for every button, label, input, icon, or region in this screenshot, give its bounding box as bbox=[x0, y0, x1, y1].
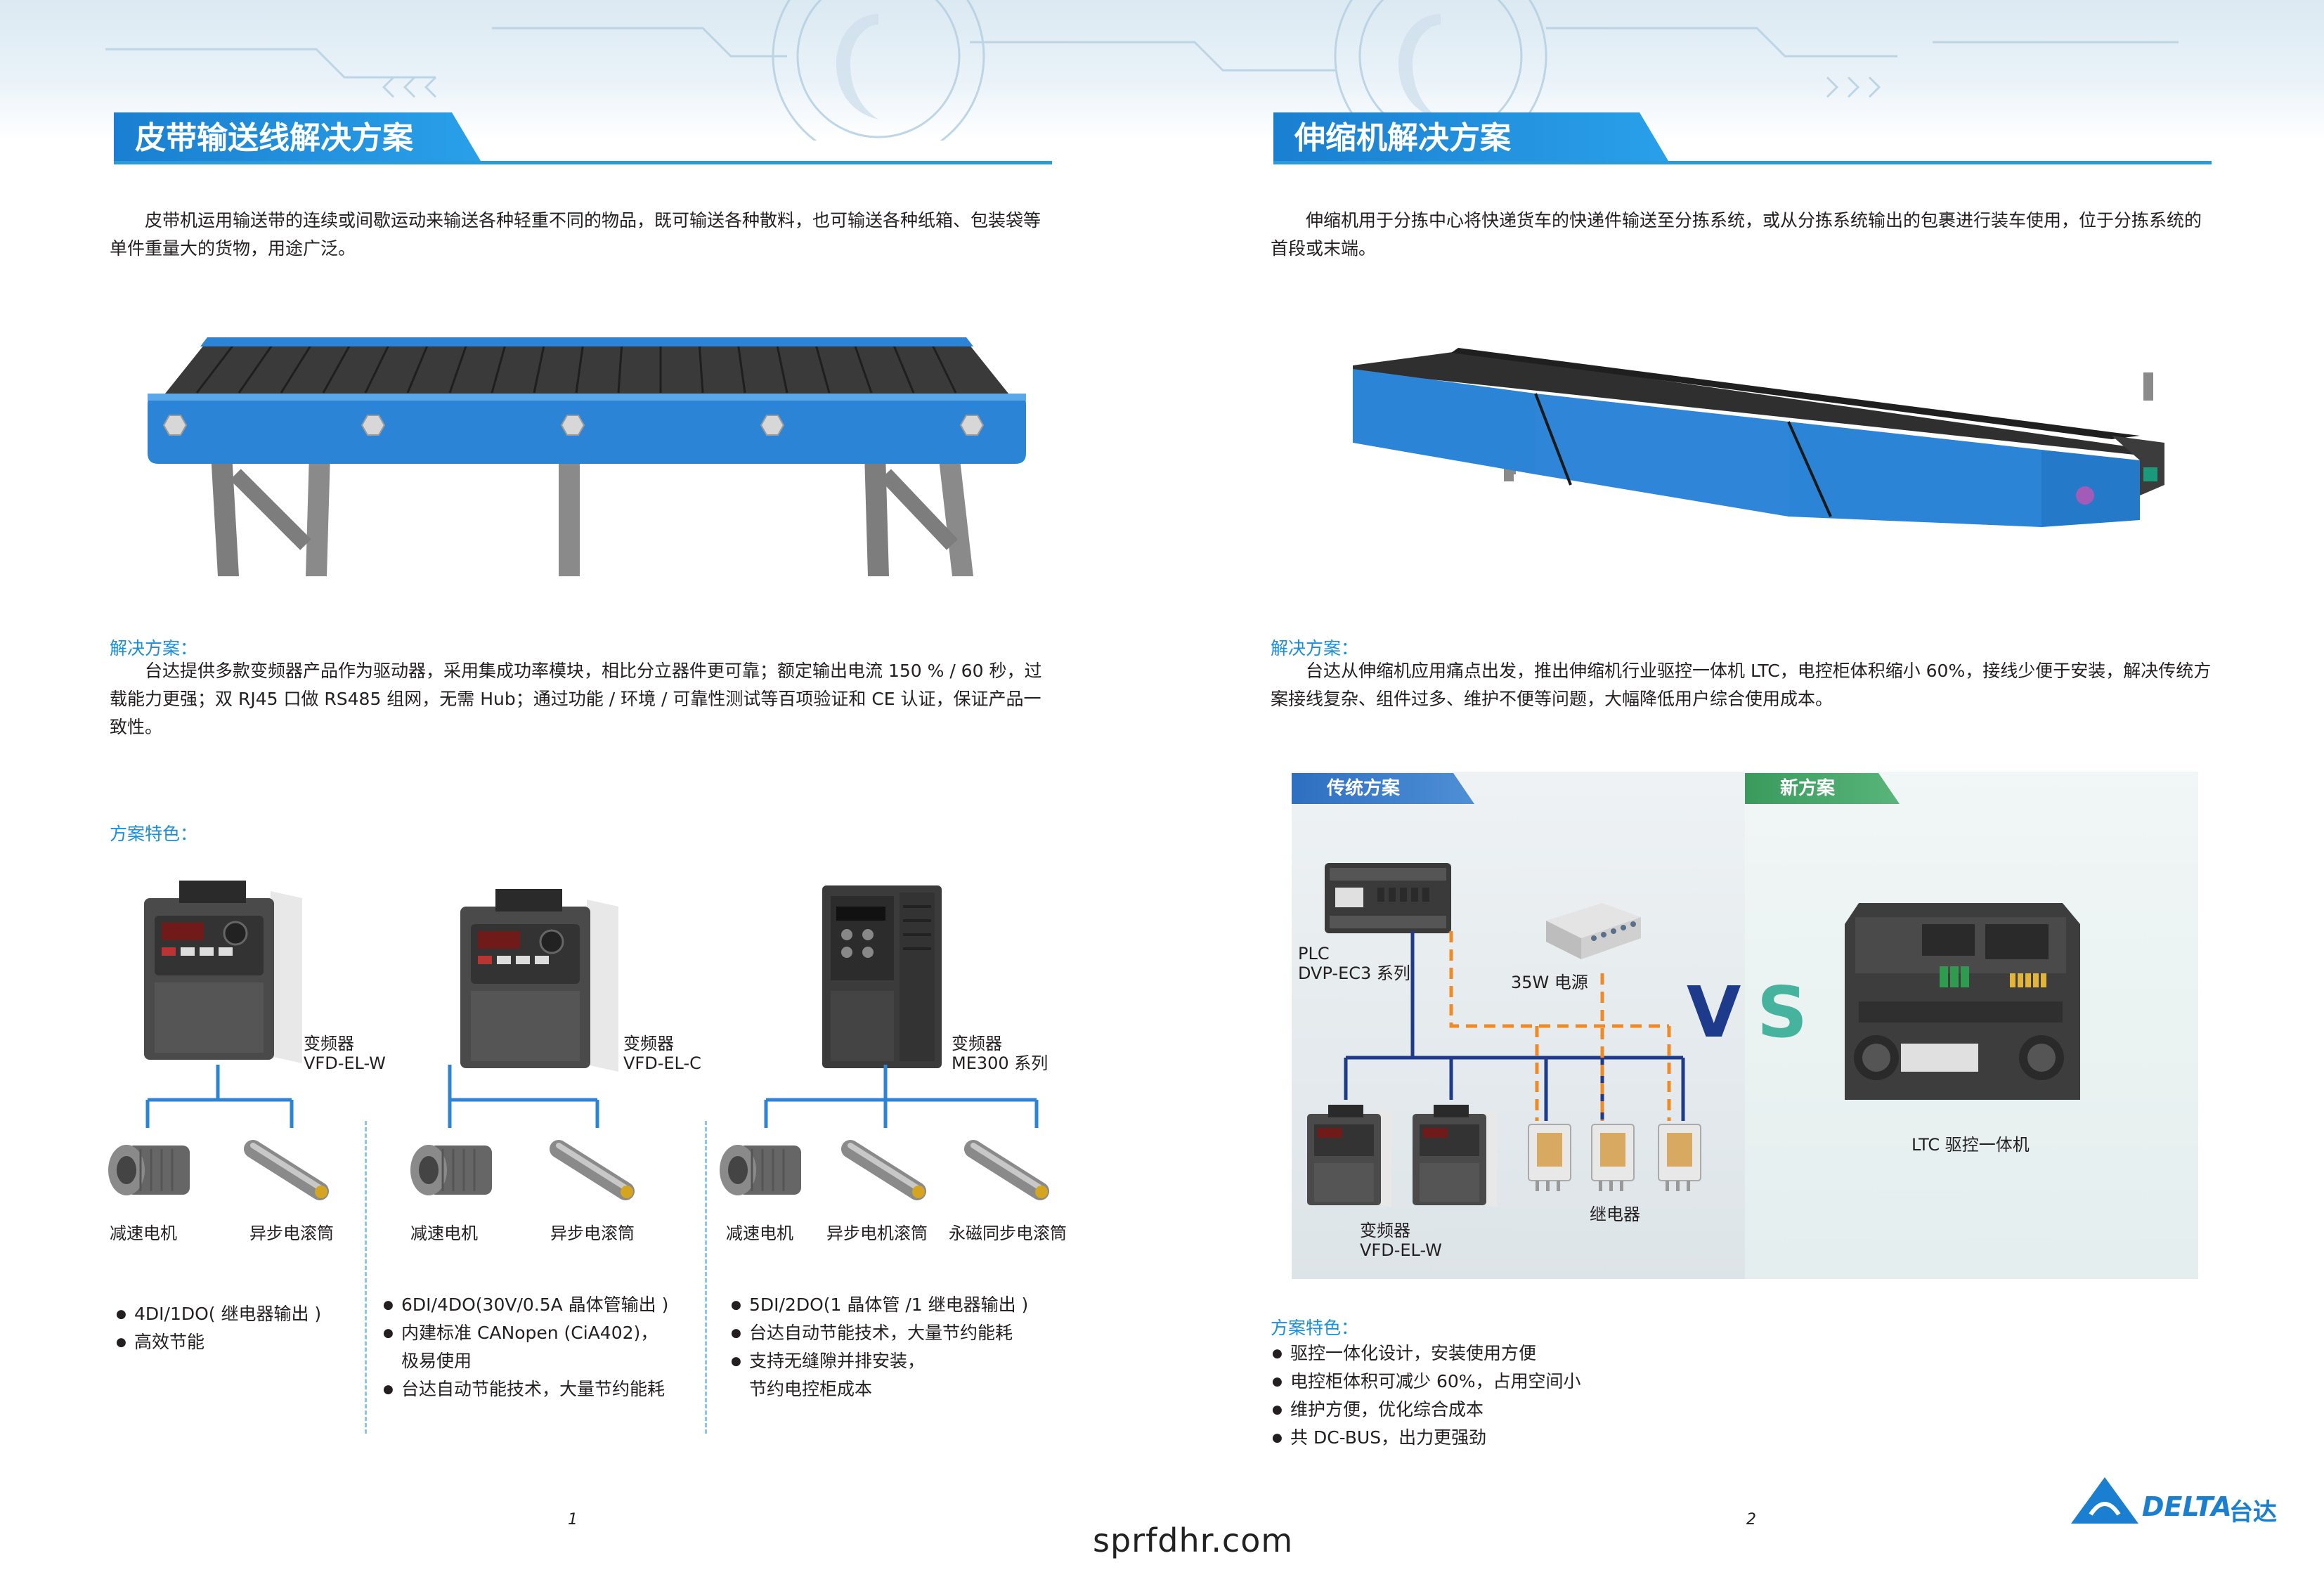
vfd-el-w-product-image bbox=[144, 881, 302, 1063]
power-supply-image bbox=[1546, 903, 1641, 959]
tech-pattern-decoration bbox=[105, 0, 2179, 141]
bullet-item: 4DI/1DO( 继电器输出 ) bbox=[116, 1300, 355, 1328]
left-section-title: 皮带输送线解决方案 bbox=[114, 112, 483, 164]
right-features-heading: 方案特色： bbox=[1271, 1318, 1359, 1338]
gear-motor-icon bbox=[720, 1145, 801, 1195]
vs-letter-s: S bbox=[1757, 971, 1808, 1053]
bullet-item: 台达自动节能技术，大量节约能耗 bbox=[731, 1319, 1054, 1347]
right-solution-text: 台达从伸缩机应用痛点出发，推出伸缩机行业驱控一体机 LTC，电控柜体积缩小 60… bbox=[1271, 661, 2212, 709]
left-solution-text: 台达提供多款变频器产品作为驱动器，采用集成功率模块，相比分立器件更可靠；额定输出… bbox=[110, 661, 1042, 737]
feature-item: 共 DC-BUS，出力更强劲 bbox=[1272, 1424, 1764, 1452]
vfd-el-c-product-image bbox=[460, 889, 618, 1072]
website-text: sprfdhr.com bbox=[1093, 1521, 1294, 1559]
traditional-vfd-name: 变频器 bbox=[1360, 1221, 1410, 1240]
right-title-underline bbox=[1273, 161, 2212, 164]
motorized-roller-icon bbox=[841, 1140, 926, 1200]
me300-product-image bbox=[822, 885, 942, 1068]
bullet-item-continued: 极易使用 bbox=[401, 1351, 472, 1371]
vs-letter-v: V bbox=[1687, 971, 1741, 1053]
ltc-drive-controller-image bbox=[1845, 903, 2080, 1100]
motorized-roller-icon bbox=[244, 1140, 329, 1200]
pm-synchronous-roller-icon bbox=[964, 1140, 1049, 1200]
psu-label: 35W 电源 bbox=[1511, 973, 1588, 992]
motorized-roller-icon bbox=[550, 1140, 635, 1200]
load-label: 异步电滚筒 bbox=[249, 1224, 334, 1243]
bullet-item: 支持无缝隙并排安装， bbox=[731, 1347, 1054, 1375]
feature-item: 电控柜体积可减少 60%，占用空间小 bbox=[1272, 1368, 1764, 1396]
vfd-el-w-image bbox=[1307, 1105, 1391, 1207]
load-label: 减速电机 bbox=[110, 1224, 177, 1243]
left-connector-lines bbox=[145, 1065, 1039, 1128]
product-3-name: 变频器 bbox=[952, 1034, 1002, 1053]
product-2-bullets: 6DI/4DO(30V/0.5A 晶体管输出 ) 内建标准 CANopen (C… bbox=[383, 1291, 699, 1403]
right-solution-heading: 解决方案： bbox=[1271, 638, 1359, 658]
delta-logo-icon bbox=[2071, 1477, 2138, 1524]
right-section-title: 伸缩机解决方案 bbox=[1273, 112, 1670, 164]
plc-model: DVP-EC3 系列 bbox=[1298, 963, 1410, 983]
plc-label: PLC bbox=[1298, 944, 1330, 963]
relay-icon bbox=[1658, 1124, 1701, 1191]
relay-label: 继电器 bbox=[1590, 1205, 1640, 1224]
product-1-model: VFD-EL-W bbox=[304, 1053, 386, 1073]
relay-icon bbox=[1528, 1124, 1571, 1191]
product-3-model: ME300 系列 bbox=[952, 1053, 1049, 1073]
column-divider bbox=[705, 1121, 707, 1434]
bullet-item: 内建标准 CANopen (CiA402)， bbox=[383, 1319, 699, 1347]
feature-item: 驱控一体化设计，安装使用方便 bbox=[1272, 1339, 1764, 1368]
product-2-model: VFD-EL-C bbox=[623, 1053, 701, 1073]
load-label: 减速电机 bbox=[410, 1224, 478, 1243]
right-features-list: 驱控一体化设计，安装使用方便 电控柜体积可减少 60%，占用空间小 维护方便，优… bbox=[1272, 1339, 1764, 1452]
plc-device-image bbox=[1325, 863, 1451, 933]
left-solution-heading: 解决方案： bbox=[110, 638, 198, 658]
load-label: 异步电机滚筒 bbox=[826, 1224, 928, 1243]
left-page-number: 1 bbox=[568, 1511, 578, 1529]
bullet-item-continued: 节约电控柜成本 bbox=[749, 1379, 873, 1399]
left-intro-paragraph: 皮带机运用输送带的连续或间歇运动来输送各种轻重不同的物品，既可输送各种散料，也可… bbox=[110, 210, 1041, 259]
load-label: 异步电滚筒 bbox=[550, 1224, 635, 1243]
belt-conveyor-illustration bbox=[148, 337, 1026, 576]
load-label: 永磁同步电滚筒 bbox=[949, 1224, 1067, 1243]
feature-item: 维护方便，优化综合成本 bbox=[1272, 1396, 1764, 1424]
bullet-item: 台达自动节能技术，大量节约能耗 bbox=[383, 1375, 699, 1403]
product-1-name: 变频器 bbox=[304, 1034, 354, 1053]
right-intro-paragraph: 伸缩机用于分拣中心将快递货车的快递件输送至分拣系统，或从分拣系统输出的包裹进行装… bbox=[1271, 210, 2202, 259]
product-2-name: 变频器 bbox=[623, 1034, 674, 1053]
gear-motor-icon bbox=[410, 1145, 492, 1195]
gear-motor-icon bbox=[108, 1145, 190, 1195]
ltc-label: LTC 驱控一体机 bbox=[1911, 1135, 2030, 1155]
delta-brand-text: DELTA bbox=[2142, 1491, 2232, 1522]
load-label: 减速电机 bbox=[726, 1224, 793, 1243]
left-features-heading: 方案特色： bbox=[110, 824, 198, 844]
traditional-wiring-diagram bbox=[1344, 931, 1685, 1121]
product-1-bullets: 4DI/1DO( 继电器输出 ) 高效节能 bbox=[116, 1300, 355, 1356]
new-solution-tag: 新方案 bbox=[1745, 773, 1900, 804]
column-divider bbox=[365, 1121, 367, 1434]
traditional-vfd-model: VFD-EL-W bbox=[1360, 1240, 1442, 1260]
bullet-item: 5DI/2DO(1 晶体管 /1 继电器输出 ) bbox=[731, 1291, 1054, 1319]
bullet-item: 高效节能 bbox=[116, 1328, 355, 1356]
bullet-item: 6DI/4DO(30V/0.5A 晶体管输出 ) bbox=[383, 1291, 699, 1319]
left-title-underline bbox=[114, 161, 1052, 164]
vfd-el-w-image bbox=[1413, 1105, 1497, 1207]
relay-icon bbox=[1591, 1124, 1635, 1191]
traditional-solution-tag: 传统方案 bbox=[1292, 773, 1474, 804]
right-page-number: 2 bbox=[1746, 1511, 1756, 1529]
delta-brand-cn-text: 台达 bbox=[2229, 1498, 2277, 1526]
telescopic-conveyor-illustration bbox=[1353, 348, 2164, 527]
product-3-bullets: 5DI/2DO(1 晶体管 /1 继电器输出 ) 台达自动节能技术，大量节约能耗… bbox=[731, 1291, 1054, 1403]
